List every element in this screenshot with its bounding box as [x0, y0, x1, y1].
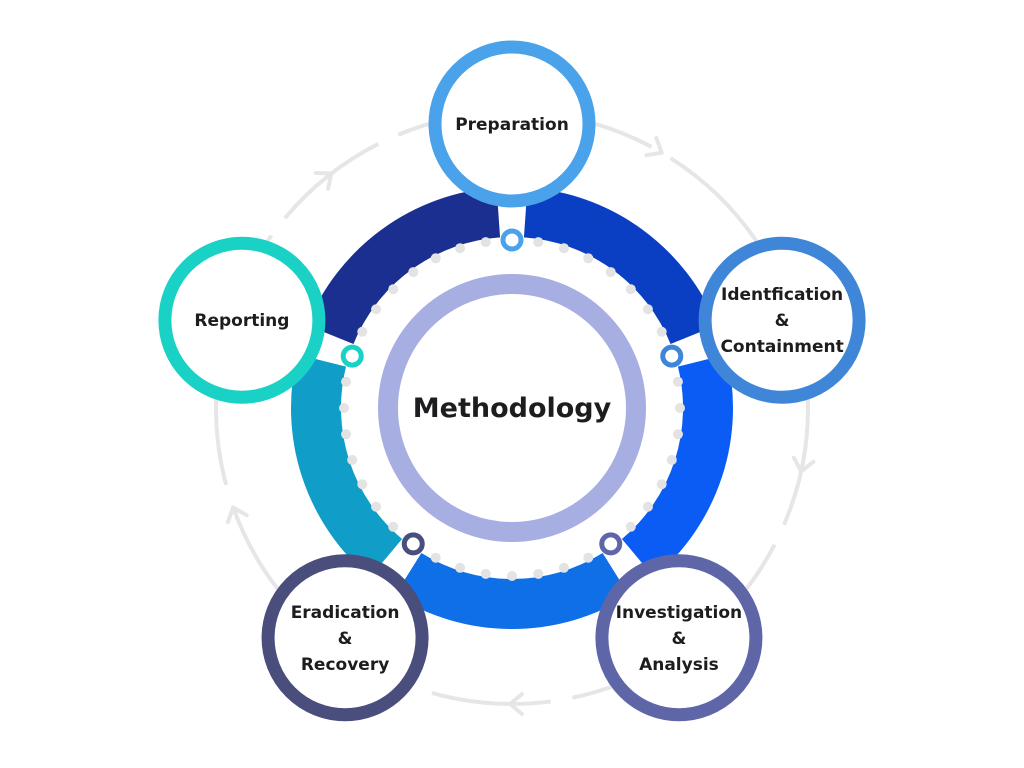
- stage-label-identification: Containment: [720, 337, 843, 357]
- ring-dot: [408, 267, 419, 278]
- ring-dot: [672, 376, 683, 387]
- stage-ring-reporting: [158, 236, 326, 404]
- cycle-arrow-icon: [508, 692, 524, 716]
- stage-node-identification: Identfication & Containment: [698, 236, 866, 404]
- stage-ring-identification: [698, 236, 866, 404]
- band-segment-preparation: [523, 187, 717, 345]
- stage-ring-investigation: [595, 554, 763, 722]
- stage-label-eradication: &: [338, 629, 353, 649]
- stage-label-eradication: Recovery: [301, 655, 389, 675]
- ring-dot: [347, 454, 358, 465]
- ring-dot: [339, 403, 349, 413]
- stage-label-investigation: &: [672, 629, 687, 649]
- connector-ring-eradication: [401, 532, 425, 556]
- ring-dot: [480, 237, 491, 248]
- ring-dot: [558, 562, 569, 573]
- ring-dot: [583, 253, 594, 264]
- ring-dot: [656, 479, 667, 490]
- ring-dot: [605, 267, 616, 278]
- stage-label-identification: &: [775, 311, 790, 331]
- center-ring: [378, 274, 646, 542]
- stage-label-identification: Identfication: [721, 285, 843, 305]
- ring-dot: [666, 454, 677, 465]
- ring-dot: [341, 376, 352, 387]
- ring-dot: [388, 521, 399, 532]
- cycle-arrow-icon: [791, 455, 816, 474]
- center-label: Methodology: [413, 393, 612, 424]
- connector-ring-reporting: [340, 344, 364, 368]
- ring-dot: [507, 571, 517, 581]
- stage-node-reporting: Reporting: [158, 236, 326, 404]
- ring-dot: [625, 521, 636, 532]
- stage-ring-preparation: [428, 40, 596, 208]
- ring-dot: [672, 429, 683, 440]
- ring-dot: [656, 326, 667, 337]
- center-node: Methodology: [378, 274, 646, 542]
- ring-dot: [341, 429, 352, 440]
- stage-label-eradication: Eradication: [291, 603, 400, 623]
- ring-dot: [455, 243, 466, 254]
- ring-dot: [371, 304, 382, 315]
- cycle-arrow-icon: [313, 171, 334, 191]
- ring-dot: [533, 237, 544, 248]
- ring-dot: [357, 326, 368, 337]
- cycle-arrow-icon: [644, 135, 664, 158]
- band-segment-reporting: [307, 187, 501, 345]
- connector-rings: [340, 228, 684, 556]
- ring-dot: [642, 501, 653, 512]
- inner-band-ring: [291, 187, 733, 629]
- stage-label-investigation: Analysis: [639, 655, 719, 675]
- ring-dot: [533, 568, 544, 579]
- cycle-arrow-icon: [225, 505, 249, 525]
- stage-label-preparation: Preparation: [455, 115, 569, 135]
- ring-dot: [388, 284, 399, 295]
- ring-dot: [675, 403, 685, 413]
- ring-dot: [558, 243, 569, 254]
- band-segment-eradication: [291, 354, 403, 578]
- stage-node-eradication: Eradication & Recovery: [261, 554, 429, 722]
- ring-dot: [455, 562, 466, 573]
- band-segment-identification: [621, 354, 733, 578]
- ring-dot: [480, 568, 491, 579]
- ring-dot: [430, 552, 441, 563]
- connector-ring-identification: [660, 344, 684, 368]
- stage-label-investigation: Investigation: [616, 603, 743, 623]
- connector-ring-preparation: [500, 228, 524, 252]
- stage-label-reporting: Reporting: [194, 311, 289, 331]
- stage-node-investigation: Investigation & Analysis: [595, 554, 763, 722]
- ring-dot: [583, 552, 594, 563]
- ring-dot: [371, 501, 382, 512]
- connector-ring-investigation: [599, 532, 623, 556]
- stage-ring-eradication: [261, 554, 429, 722]
- ring-dot: [430, 253, 441, 264]
- band-segment-investigation: [394, 552, 630, 629]
- stage-node-preparation: Preparation: [428, 40, 596, 208]
- ring-dot: [357, 479, 368, 490]
- ring-dot: [625, 284, 636, 295]
- ring-dot: [642, 304, 653, 315]
